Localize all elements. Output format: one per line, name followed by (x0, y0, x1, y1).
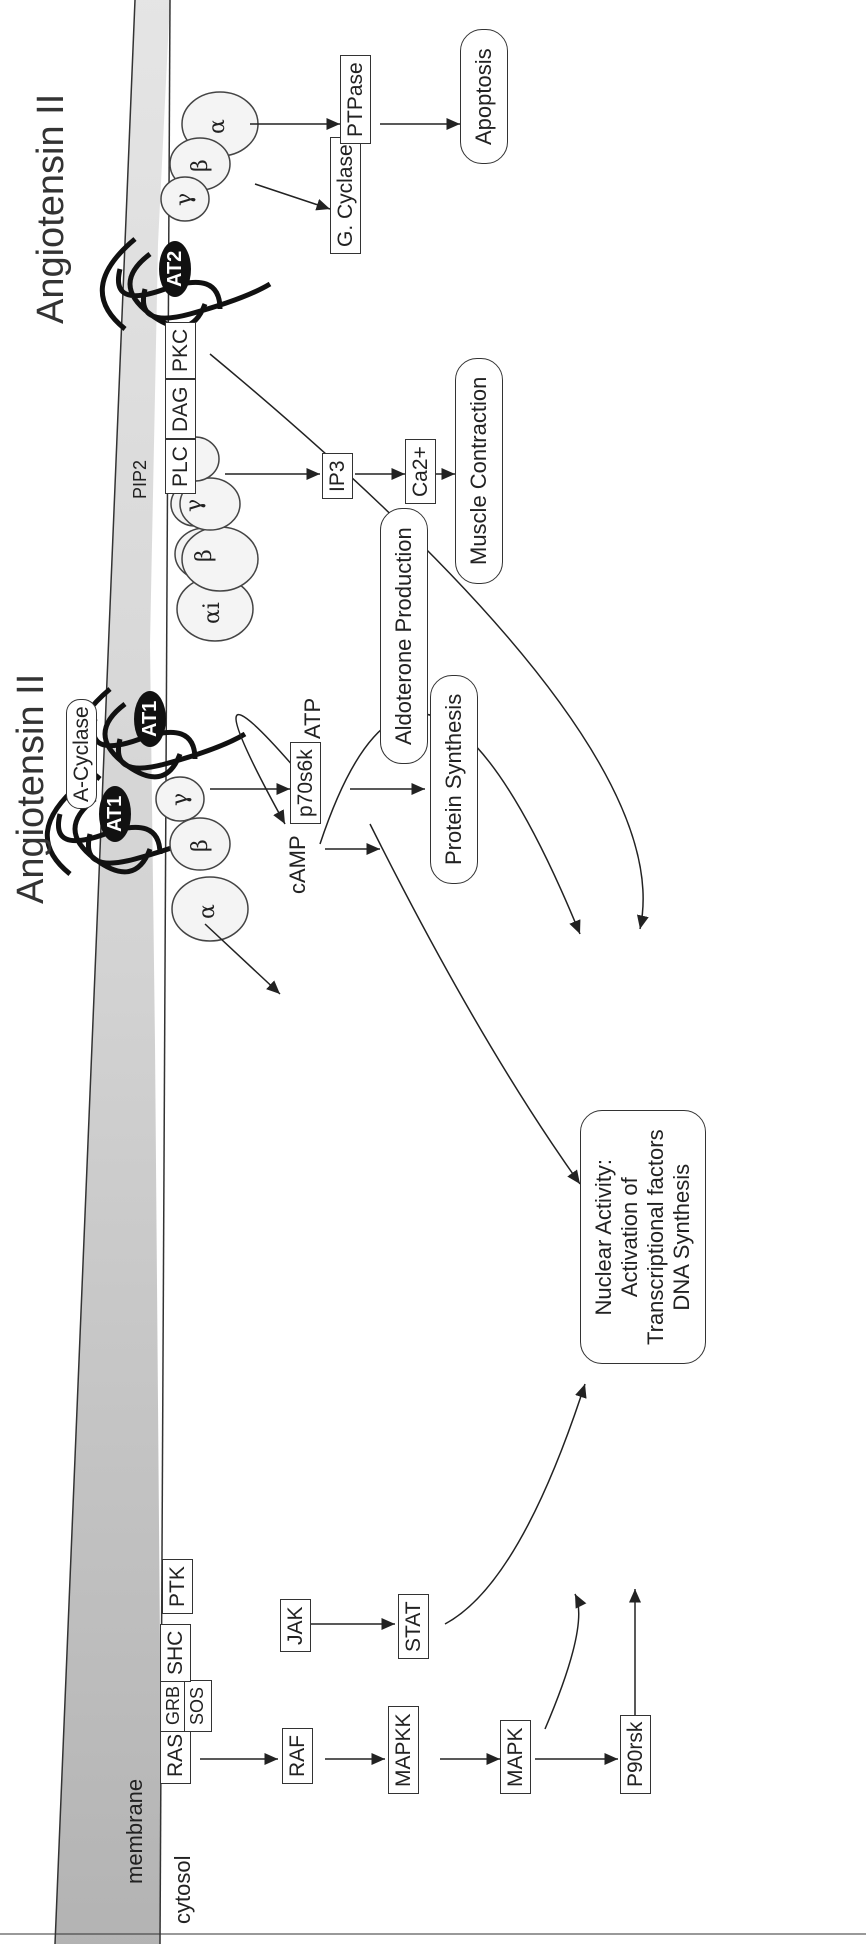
g-protein-blobs (156, 92, 258, 941)
g2-gamma: γ (182, 499, 207, 512)
g4-alpha: α (205, 119, 230, 134)
dag-box: DAG (165, 379, 196, 439)
plc-box: PLC (165, 439, 196, 494)
muscle-contraction-box: Muscle Contraction (455, 358, 503, 584)
g-cyclase-box: G. Cyclase (330, 137, 361, 254)
a-cyclase-box: A-Cyclase (66, 699, 97, 809)
ptk-box: PTK (162, 1559, 193, 1614)
arrows (200, 124, 643, 1759)
g4-beta: β (188, 159, 213, 172)
nuclear-line4: DNA Synthesis (669, 1129, 695, 1345)
p70s6k-box: p70s6k (290, 742, 321, 824)
jak-box: JAK (280, 1599, 311, 1652)
nuclear-activity-box: Nuclear Activity: Activation of Transcri… (580, 1110, 706, 1364)
atp-label: ATP (300, 698, 326, 739)
mapk-box: MAPK (500, 1720, 531, 1794)
ip3-box: IP3 (322, 453, 353, 499)
nuclear-line2: Activation of (617, 1129, 643, 1345)
raf-box: RAF (282, 1728, 313, 1784)
protein-synthesis-box: Protein Synthesis (430, 675, 478, 884)
at1-left-label: AT1 (104, 796, 127, 832)
g1-gamma: γ (168, 793, 193, 806)
ras-box: RAS (160, 1727, 191, 1784)
nuclear-line1: Nuclear Activity: (591, 1129, 617, 1345)
camp-label: cAMP (285, 835, 311, 894)
sos-box: SOS (184, 1680, 212, 1732)
at2-label: AT2 (164, 251, 187, 287)
ptpase-box: PTPase (340, 55, 371, 144)
g2-beta: β (192, 549, 217, 562)
mapkk-box: MAPKK (388, 1706, 419, 1794)
g1-alpha: α (195, 904, 220, 919)
pkc-box: PKC (165, 322, 196, 379)
aldosterone-box: Aldoterone Production (380, 508, 428, 764)
p90rsk-box: P90rsk (620, 1715, 651, 1794)
pip2-label: PIP2 (130, 460, 151, 499)
membrane-label: membrane (122, 1779, 148, 1884)
cytosol-label: cytosol (170, 1856, 196, 1924)
stat-box: STAT (398, 1594, 429, 1659)
g1-beta: β (188, 839, 213, 852)
at1-mid-label: AT1 (139, 701, 162, 737)
g2-alpha: αi (200, 602, 225, 624)
g4-gamma: γ (172, 193, 197, 206)
nuclear-line3: Transcriptional factors (643, 1129, 669, 1345)
shc-box: SHC (160, 1624, 191, 1682)
title-angiotensin-right: Angiotensin II (30, 94, 73, 324)
ca-box: Ca2+ (405, 439, 436, 504)
apoptosis-box: Apoptosis (460, 29, 508, 164)
title-angiotensin-left: Angiotensin II (10, 674, 53, 904)
